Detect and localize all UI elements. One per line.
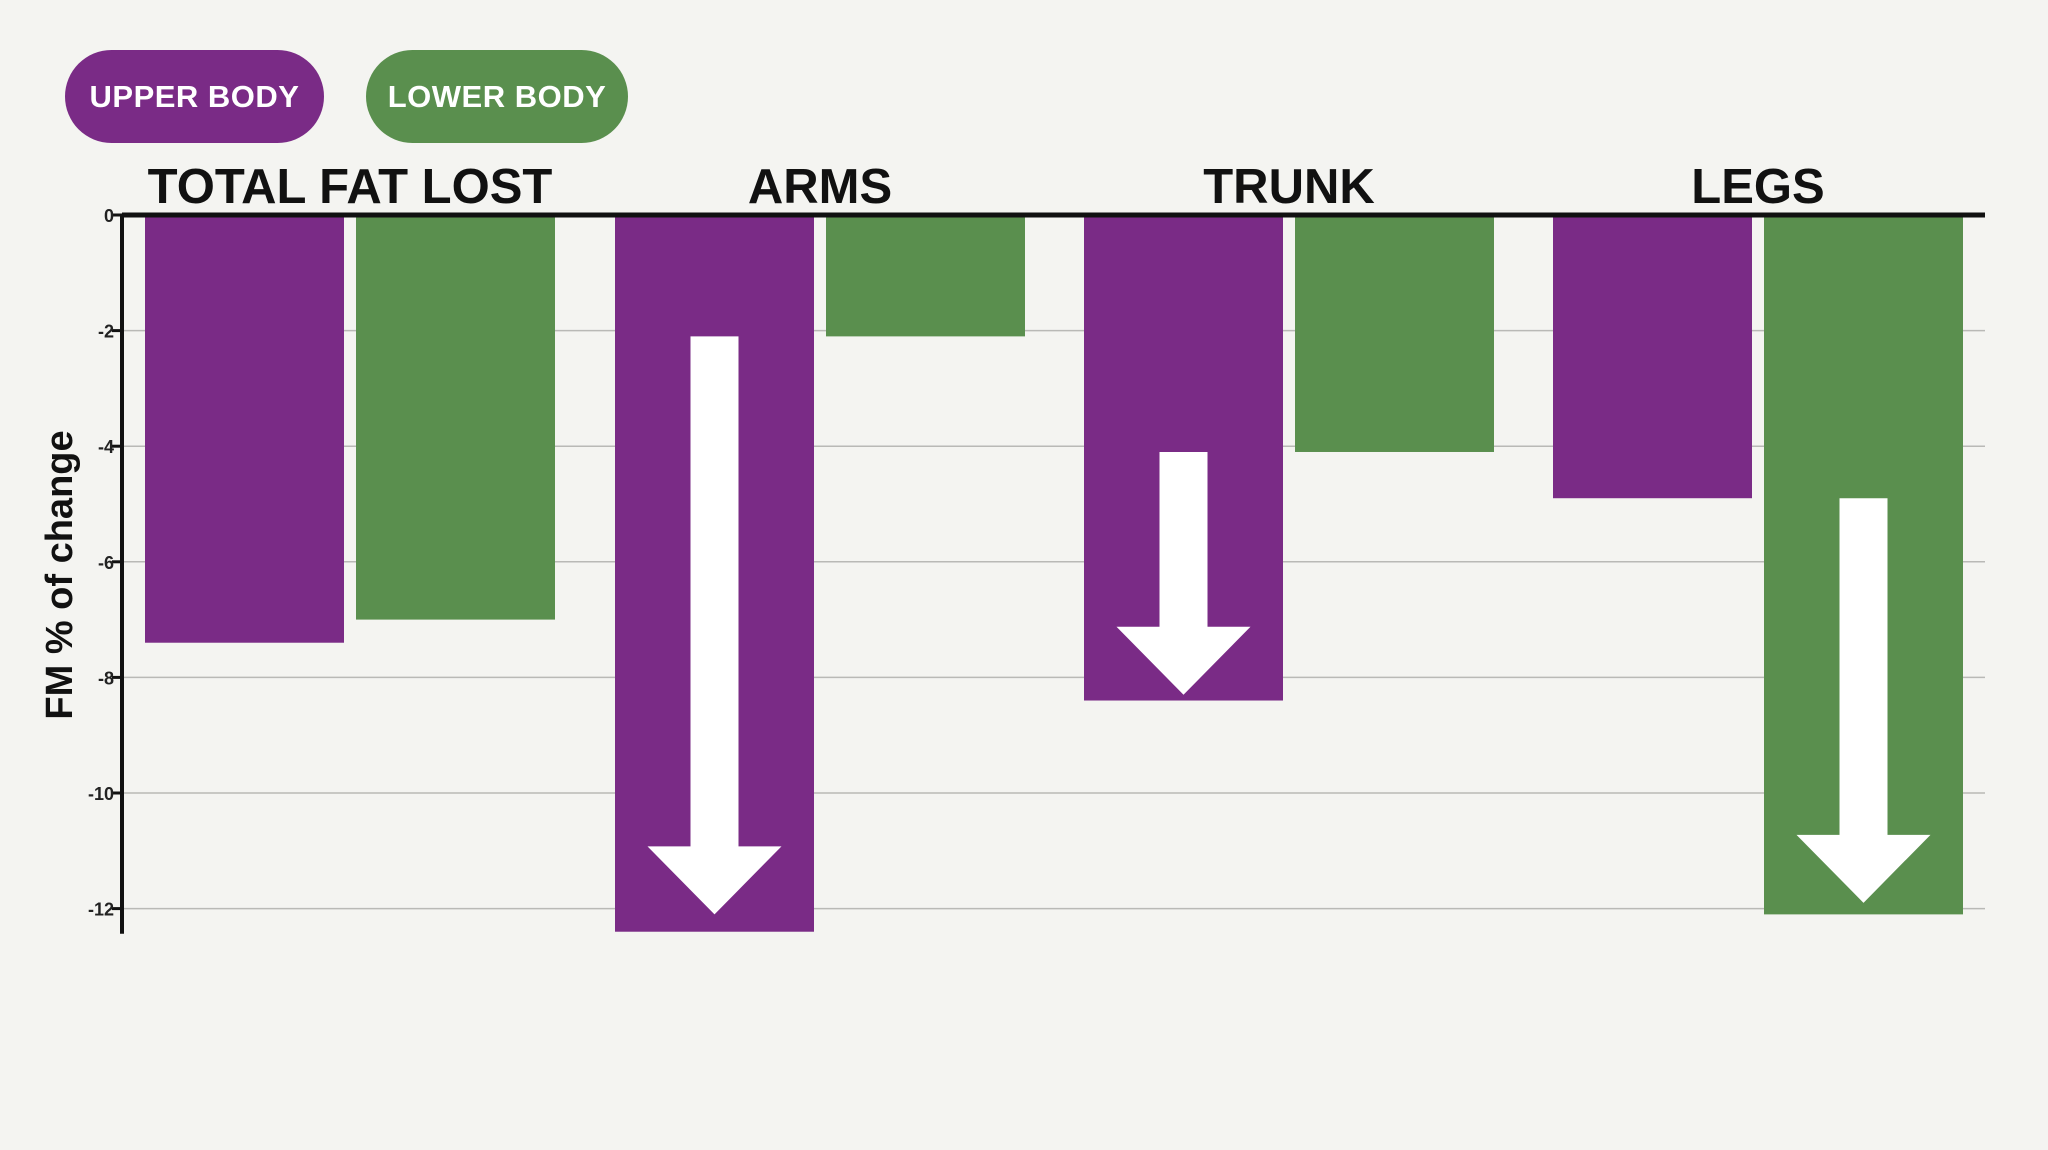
- bar-lower-total-fat-lost: [356, 215, 555, 620]
- bar-upper-total-fat-lost: [145, 215, 344, 643]
- down-arrow-icon: [1116, 451, 1251, 695]
- category-title: TOTAL FAT LOST: [148, 160, 553, 214]
- category-title: TRUNK: [1203, 160, 1374, 214]
- legend-upper-body: UPPER BODY: [65, 50, 324, 143]
- legend: UPPER BODY LOWER BODY: [65, 50, 628, 143]
- down-arrow-icon: [647, 336, 782, 915]
- bar-upper-legs: [1553, 215, 1752, 499]
- y-tick-label: -12: [88, 900, 114, 920]
- y-tick-label: -10: [88, 784, 114, 804]
- y-tick-label: -2: [98, 322, 114, 342]
- category-title: LEGS: [1691, 160, 1824, 214]
- y-tick-label: 0: [104, 206, 114, 226]
- y-tick-label: -4: [98, 437, 114, 457]
- bar-lower-arms: [826, 215, 1025, 337]
- legend-lower-body: LOWER BODY: [366, 50, 628, 143]
- y-tick-label: -6: [98, 553, 114, 573]
- category-title: ARMS: [748, 160, 892, 214]
- y-axis-label: FM % of change: [39, 430, 81, 719]
- y-tick-label: -8: [98, 668, 114, 688]
- down-arrow-icon: [1796, 498, 1931, 903]
- bar-lower-trunk: [1295, 215, 1494, 452]
